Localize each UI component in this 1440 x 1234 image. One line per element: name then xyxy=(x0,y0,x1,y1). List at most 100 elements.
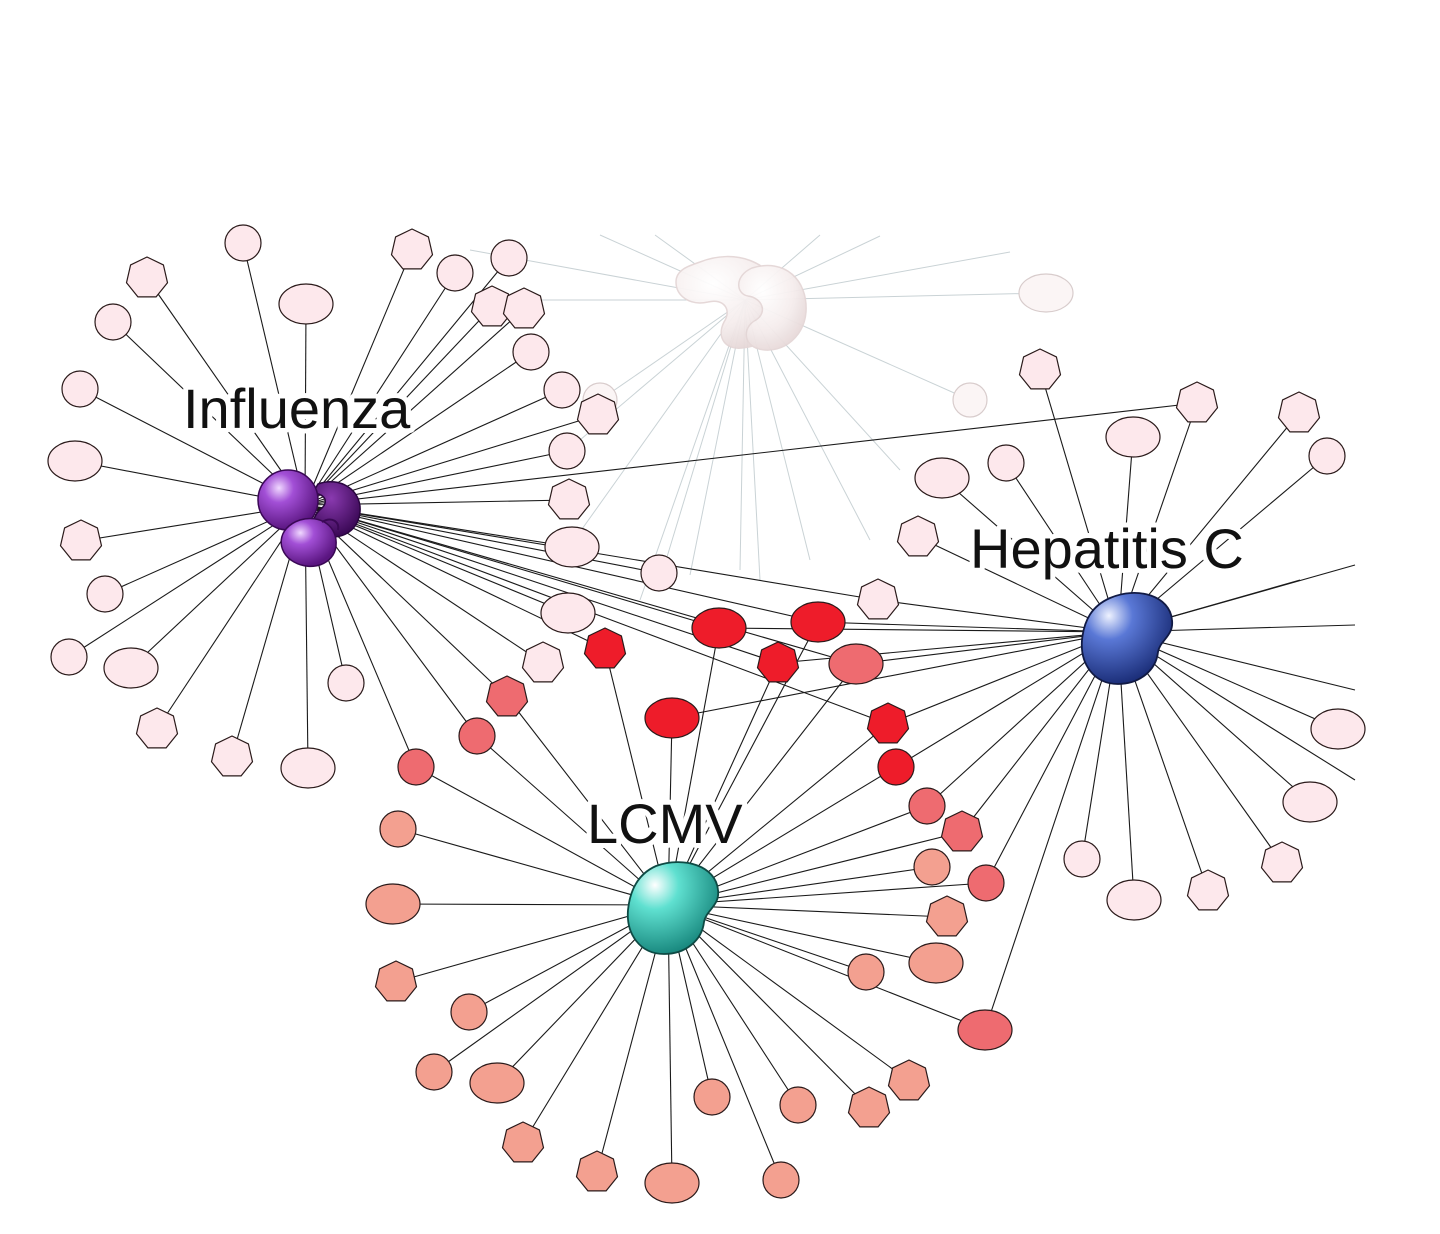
shared-protein-node xyxy=(756,641,800,683)
protein-node xyxy=(485,675,529,717)
protein-node xyxy=(908,787,946,825)
interaction-edge xyxy=(941,477,1119,633)
ghost-edge xyxy=(559,299,746,561)
protein-node xyxy=(887,1059,931,1101)
hepatitis-c-label: Hepatitis C xyxy=(970,517,1244,580)
shared-protein-node xyxy=(691,607,747,649)
ghost-node xyxy=(952,382,988,418)
interaction-edge xyxy=(817,621,1119,633)
protein-node xyxy=(436,254,474,292)
interaction-edge xyxy=(304,303,307,506)
protein-node xyxy=(1277,391,1321,433)
ghost-node xyxy=(1018,273,1074,313)
protein-node xyxy=(50,638,88,676)
interaction-edge xyxy=(304,504,889,725)
protein-node xyxy=(1175,381,1219,423)
protein-node xyxy=(86,575,124,613)
interaction-edge xyxy=(667,904,870,1109)
protein-node xyxy=(1310,708,1366,750)
interaction-edge xyxy=(718,627,1119,633)
protein-node xyxy=(847,1086,891,1128)
protein-node xyxy=(1186,869,1230,911)
interaction-edge xyxy=(887,631,1119,725)
interaction-edge xyxy=(1039,369,1119,633)
interaction-edge xyxy=(304,308,525,506)
interaction-edge xyxy=(68,504,306,658)
protein-node xyxy=(397,748,435,786)
protein-node xyxy=(365,883,421,925)
interaction-edge xyxy=(415,766,669,906)
protein-node xyxy=(512,333,550,371)
protein-node xyxy=(540,592,596,634)
protein-node xyxy=(1308,437,1346,475)
protein-node xyxy=(925,895,969,937)
protein-node xyxy=(828,643,884,685)
protein-node xyxy=(502,287,546,329)
protein-node xyxy=(544,526,600,568)
interaction-edge xyxy=(667,904,937,964)
protein-node xyxy=(896,515,940,557)
protein-node xyxy=(576,393,620,435)
protein-node xyxy=(967,864,1005,902)
interaction-edge xyxy=(984,631,1119,1031)
protein-node xyxy=(415,1053,453,1091)
protein-node xyxy=(135,707,179,749)
ghost-edge xyxy=(599,299,746,401)
lcmv-hub-icon xyxy=(627,861,719,955)
protein-node xyxy=(908,942,964,984)
protein-node xyxy=(280,747,336,789)
hepatitis-hub-icon xyxy=(1081,592,1173,685)
protein-node xyxy=(125,256,169,298)
interaction-edge xyxy=(395,904,669,983)
protein-node xyxy=(327,664,365,702)
protein-node xyxy=(543,371,581,409)
shared-protein-node xyxy=(790,601,846,643)
protein-node xyxy=(490,239,528,277)
interaction-edge xyxy=(433,904,669,1073)
protein-node xyxy=(379,810,417,848)
influenza-label: Influenza xyxy=(183,377,411,440)
protein-node xyxy=(847,953,885,991)
protein-node xyxy=(987,444,1025,482)
interaction-edge xyxy=(242,242,306,506)
protein-node xyxy=(575,1150,619,1192)
protein-node xyxy=(1018,348,1062,390)
protein-node xyxy=(1282,781,1338,823)
protein-node xyxy=(640,554,678,592)
shared-protein-node xyxy=(583,627,627,669)
interaction-edge xyxy=(667,904,782,1181)
interaction-edge xyxy=(304,249,413,506)
interaction-edge xyxy=(667,904,986,1031)
lcmv-label: LCMV xyxy=(587,792,743,855)
interaction-edge xyxy=(667,904,948,918)
protein-node xyxy=(390,228,434,270)
shared-protein-node xyxy=(644,697,700,739)
protein-node xyxy=(47,440,103,482)
interaction-edge xyxy=(130,504,306,669)
interaction-edge xyxy=(304,414,599,506)
influenza-hub-icon xyxy=(257,469,361,567)
ghost-edge xyxy=(639,299,746,601)
interaction-edge xyxy=(156,504,306,730)
protein-node xyxy=(210,735,254,777)
protein-node xyxy=(501,1121,545,1163)
interaction-edge xyxy=(392,903,669,906)
interaction-edge xyxy=(671,631,1119,719)
interaction-edge xyxy=(476,735,669,906)
interaction-edge xyxy=(895,631,1119,768)
protein-node xyxy=(957,1009,1013,1051)
interaction-edge xyxy=(877,599,1119,633)
protein-node xyxy=(644,1162,700,1204)
protein-node xyxy=(548,432,586,470)
protein-node xyxy=(103,647,159,689)
protein-node xyxy=(59,519,103,561)
protein-node xyxy=(856,578,900,620)
interaction-edge xyxy=(304,504,660,574)
interaction-edge xyxy=(304,504,857,665)
protein-node xyxy=(450,993,488,1031)
protein-node xyxy=(61,370,99,408)
nodes xyxy=(47,224,1366,1204)
interaction-edge xyxy=(667,627,720,906)
interaction-edge xyxy=(304,351,532,506)
